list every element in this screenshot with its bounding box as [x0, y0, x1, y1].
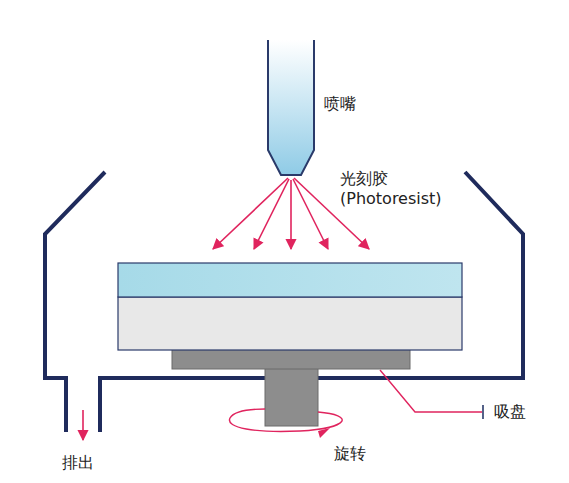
wafer [118, 297, 462, 350]
photoresist-layer [118, 263, 462, 297]
chuck-shaft [265, 366, 318, 426]
leader-tick [482, 405, 484, 419]
nozzle [268, 40, 314, 175]
coater-bowl [45, 172, 523, 432]
rotation-arrowhead [318, 428, 330, 438]
rotation-arrow [229, 409, 342, 431]
drain-arrow [82, 410, 84, 440]
nozzle-label: 喷嘴 [324, 94, 356, 114]
spray-arrows [213, 178, 369, 249]
rotation-label: 旋转 [334, 444, 366, 464]
leader-line [380, 370, 482, 412]
drain-label: 排出 [62, 453, 94, 473]
chuck-plate [172, 349, 410, 369]
chuck-label: 吸盘 [494, 402, 526, 422]
photoresist-label: 光刻胶 (Photoresist) [340, 169, 458, 209]
